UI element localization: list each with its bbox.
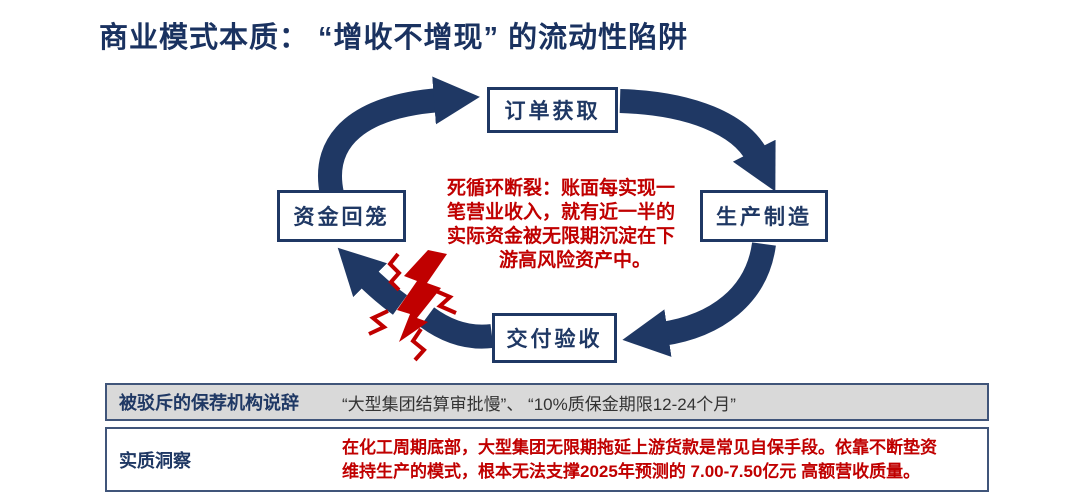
ledger-row-quotes: “大型集团结算审批慢”、 “10%质保金期限12-24个月” (342, 394, 736, 414)
crack-icon (368, 252, 457, 362)
broken-arrow-tail (419, 307, 494, 349)
ledger-row: 被驳斥的保荐机构说辞 “大型集团结算审批慢”、 “10%质保金期限12-24个月… (105, 383, 989, 421)
insight-row-line: 在化工周期底部，大型集团无限期拖延上游货款是常见自保手段。依靠不断垫资 (342, 437, 937, 457)
break-note-line: 笔营业收入，就有近一半的 (447, 202, 676, 223)
break-note: 死循环断裂：账面每实现一 笔营业收入，就有近一半的 实际资金被无限期沉淀在下 游… (447, 177, 703, 273)
cycle-node-order: 订单获取 (487, 87, 618, 133)
break-note-line: 实际资金被无限期沉淀在下 (447, 226, 676, 247)
arrow-cash-to-order (318, 76, 480, 197)
insight-row-line: 维持生产的模式，根本无法支撑2025年预测的 7.00-7.50亿元 高额营收质… (342, 461, 921, 481)
cycle-node-delivery: 交付验收 (492, 313, 617, 363)
insight-row-text: 在化工周期底部，大型集团无限期拖延上游货款是常见自保手段。依靠不断垫资 维持生产… (342, 436, 937, 484)
broken-arrow-head (337, 247, 408, 315)
break-note-line: 死循环断裂：账面每实现一 (447, 178, 676, 199)
page-title: 商业模式本质： “增收不增现” 的流动性陷阱 (99, 22, 689, 54)
ledger-row-label: 被驳斥的保荐机构说辞 (119, 393, 299, 413)
insight-row: 实质洞察 在化工周期底部，大型集团无限期拖延上游货款是常见自保手段。依靠不断垫资… (105, 427, 989, 492)
insight-row-label: 实质洞察 (119, 450, 191, 471)
arrow-production-to-delivery (622, 241, 776, 357)
lightning-bolt-icon (397, 250, 447, 342)
arrow-order-to-production (619, 89, 776, 192)
cycle-node-cash: 资金回笼 (277, 190, 406, 242)
cycle-node-production: 生产制造 (700, 190, 828, 242)
break-note-line: 游高风险资产中。 (498, 250, 651, 271)
